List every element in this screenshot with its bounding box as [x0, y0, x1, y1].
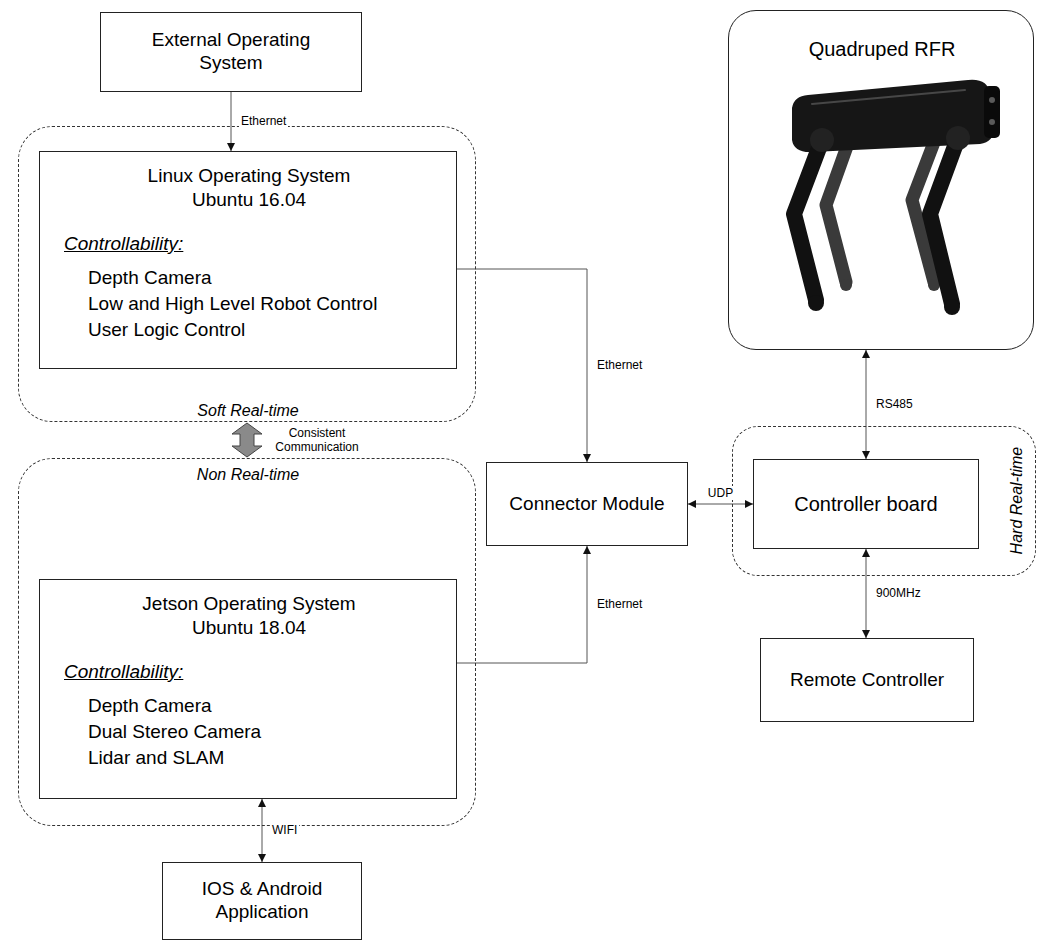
connector-line — [866, 350, 867, 459]
controller-box: Controller board — [753, 459, 979, 549]
text-slot: Depth Camera — [88, 695, 212, 718]
edge-label-slot: 900MHz — [874, 586, 923, 600]
text-slot: Dual Stereo Camera — [88, 721, 261, 744]
edge-label-slot: UDP — [706, 486, 735, 500]
connector-line — [688, 504, 753, 505]
box-text: Ubuntu 16.04 — [40, 189, 458, 212]
edge-label: Consistent Communication — [267, 426, 367, 455]
text-slot: Quadruped RFR — [729, 37, 1035, 61]
box-text: Depth Camera — [88, 267, 212, 290]
text-slot: Ubuntu 18.04 — [40, 617, 458, 640]
edge-label-slot: Ethernet — [595, 597, 644, 611]
edge-label: RS485 — [874, 397, 915, 411]
box-heading: Linux Operating System — [40, 165, 458, 188]
edge-label-slot: Ethernet — [595, 358, 644, 372]
box-heading: Hard Real-time — [1007, 431, 1026, 571]
connector-line — [262, 799, 263, 862]
box-heading: Soft Real-time — [19, 401, 477, 420]
system-box: External Operating System — [100, 12, 362, 92]
text-slot: Jetson Operating System — [40, 593, 458, 616]
edge-label: Ethernet — [595, 597, 644, 611]
robot-panel: Quadruped RFR — [728, 10, 1034, 350]
module-box: Connector Module — [486, 462, 688, 546]
box-text: Ubuntu 18.04 — [40, 617, 458, 640]
box-label: Remote Controller — [790, 669, 944, 692]
box-text: User Logic Control — [88, 319, 245, 342]
edge-label-slot: Ethernet — [239, 114, 288, 128]
connector-line — [866, 549, 867, 638]
box-heading: Non Real-time — [19, 465, 477, 484]
text-slot: Depth Camera — [88, 267, 212, 290]
text-slot: Linux Operating System — [40, 165, 458, 188]
edge-label: 900MHz — [874, 586, 923, 600]
edge-label: Ethernet — [595, 358, 644, 372]
box-heading: Jetson Operating System — [40, 593, 458, 616]
app-box: IOS & Android Application — [162, 862, 362, 940]
text-slot: Controllability: — [64, 661, 183, 684]
connector-line — [457, 269, 587, 462]
remote-box: Remote Controller — [760, 638, 974, 722]
box-label: Connector Module — [509, 493, 664, 516]
connector-line — [231, 92, 232, 151]
text-slot: Lidar and SLAM — [88, 747, 224, 770]
box-text: Controllability: — [64, 233, 183, 256]
timing-region: Hard Real-time Controller board — [732, 426, 1036, 576]
box-label: IOS & Android Application — [177, 878, 347, 924]
edge-label-slot: Consistent Communication — [267, 426, 367, 455]
text-slot: Controllability: — [64, 233, 183, 256]
box-text: Depth Camera — [88, 695, 212, 718]
box-text: Low and High Level Robot Control — [88, 293, 377, 316]
edge-label-slot: RS485 — [874, 397, 915, 411]
edge-label: Ethernet — [239, 114, 288, 128]
box-text: Controllability: — [64, 661, 183, 684]
text-slot: Ubuntu 16.04 — [40, 189, 458, 212]
connector-line — [457, 546, 587, 663]
communication-arrow — [232, 423, 262, 457]
timing-region: Non Real-timeJetson Operating SystemUbun… — [18, 458, 476, 826]
timing-region: Soft Real-time Linux Operating SystemUbun… — [18, 126, 476, 422]
text-slot: Non Real-time — [19, 465, 477, 484]
box-heading: Quadruped RFR — [729, 37, 1035, 61]
edge-label-slot: WIFI — [270, 823, 299, 837]
text-slot: Hard Real-time — [947, 491, 1040, 510]
edge-label: WIFI — [270, 823, 299, 837]
box-text: Dual Stereo Camera — [88, 721, 261, 744]
text-slot: Low and High Level Robot Control — [88, 293, 377, 316]
text-slot: Soft Real-time — [19, 401, 477, 420]
box-label: External Operating System — [121, 29, 341, 75]
os-box: Jetson Operating SystemUbuntu 18.04Contr… — [39, 579, 457, 799]
os-box: Linux Operating SystemUbuntu 16.04Contro… — [39, 151, 457, 369]
box-label: Controller board — [794, 492, 937, 516]
text-slot: User Logic Control — [88, 319, 245, 342]
edge-label: UDP — [706, 486, 735, 500]
box-text: Lidar and SLAM — [88, 747, 224, 770]
